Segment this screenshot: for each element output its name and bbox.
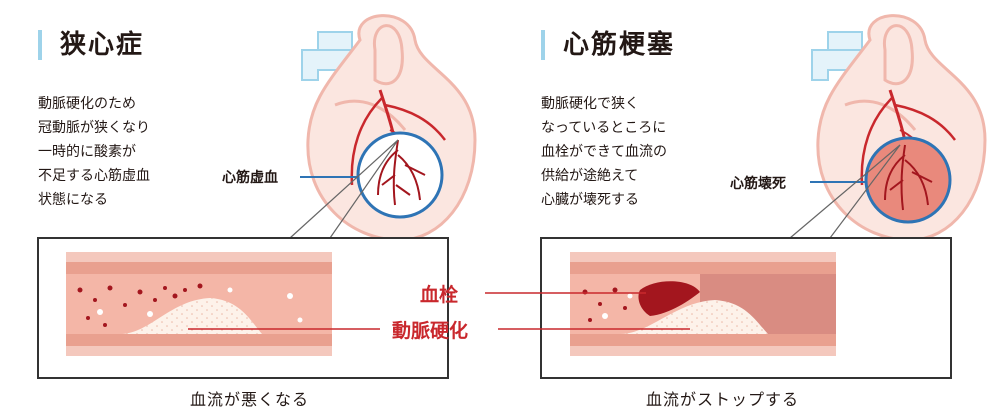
title-left: 狭心症 bbox=[60, 30, 145, 60]
description-right-line: 心臓が壊死する bbox=[541, 192, 639, 208]
caption-left: 血流が悪くなる bbox=[190, 390, 310, 409]
magnify-ring-right bbox=[864, 136, 952, 224]
description-right-line: 血栓ができて血流の bbox=[541, 144, 667, 160]
description-left-line: 動脈硬化のため bbox=[38, 96, 136, 112]
description-right: 動脈硬化で狭く なっているところに 血栓ができて血流の 供給が途絶えて 心臓が壊… bbox=[541, 92, 667, 212]
thrombus-shape bbox=[638, 281, 700, 316]
description-right-line: 供給が途絶えて bbox=[541, 168, 639, 184]
description-left: 動脈硬化のため 冠動脈が狭くなり 一時的に酸素が 不足する心筋虚血 状態になる bbox=[38, 92, 150, 212]
title-right: 心筋梗塞 bbox=[563, 30, 676, 60]
heart-label-right: 心筋壊死 bbox=[730, 176, 786, 192]
vessel-box-right bbox=[485, 237, 952, 379]
description-left-line: 一時的に酸素が bbox=[38, 144, 136, 160]
title-accent-bar-left bbox=[38, 30, 42, 60]
caption-right: 血流がストップする bbox=[646, 390, 800, 409]
description-right-line: なっているところに bbox=[541, 120, 667, 136]
description-left-line: 冠動脈が狭くなり bbox=[38, 120, 150, 136]
description-left-line: 状態になる bbox=[38, 192, 108, 208]
description-right-line: 動脈硬化で狭く bbox=[541, 96, 639, 112]
arteriosclerosis-label: 動脈硬化 bbox=[392, 320, 469, 342]
title-accent-bar-right bbox=[541, 30, 545, 60]
thrombus-label: 血栓 bbox=[420, 284, 459, 306]
heart-label-left: 心筋虚血 bbox=[222, 170, 278, 186]
description-left-line: 不足する心筋虚血 bbox=[38, 168, 150, 184]
vessel-box-left bbox=[37, 237, 449, 379]
magnify-ring-left bbox=[356, 131, 444, 219]
